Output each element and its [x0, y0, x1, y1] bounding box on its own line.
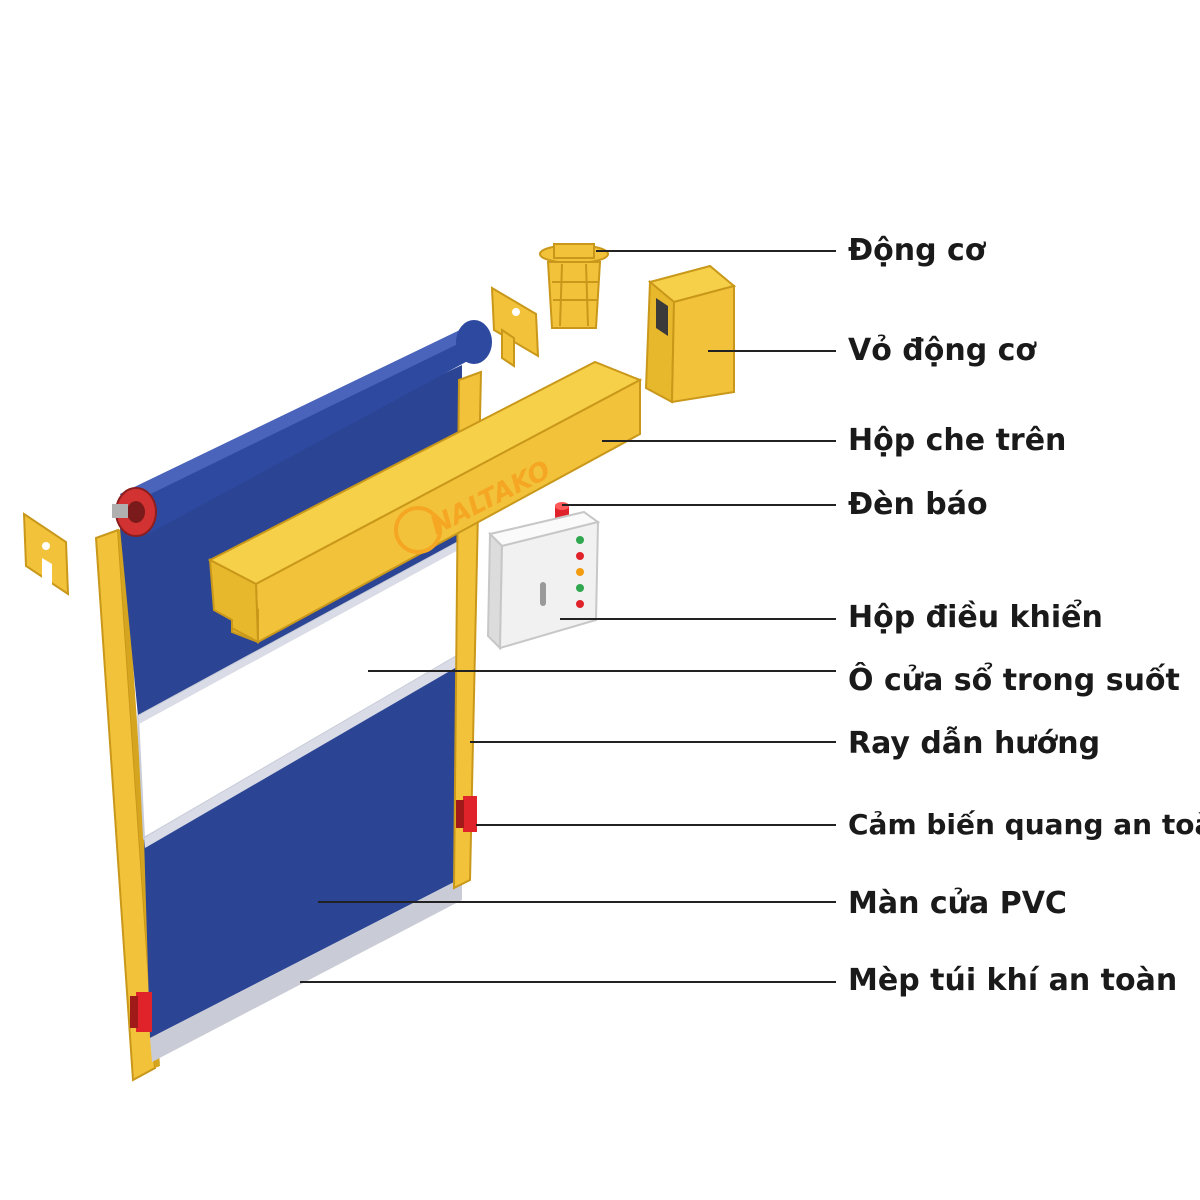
motor	[539, 243, 609, 329]
control-indicator-red-2	[576, 600, 584, 608]
safety-sensor-lower	[130, 992, 152, 1032]
roller-drum	[112, 320, 492, 537]
label-control-box: Hộp điều khiển	[848, 600, 1103, 635]
control-indicator-green-2	[576, 584, 584, 592]
left-bracket-plate	[22, 512, 70, 596]
label-warning-light: Đèn báo	[848, 487, 988, 522]
label-transparent-window: Ô cửa sổ trong suốt	[848, 663, 1180, 698]
control-indicator-red	[576, 552, 584, 560]
leader-lines	[300, 250, 836, 983]
label-top-cover: Hộp che trên	[848, 423, 1067, 458]
right-bracket-plate	[490, 286, 540, 368]
motor-cover	[644, 264, 737, 404]
label-airbag-edge: Mèp túi khí an toàn	[848, 963, 1178, 998]
label-motor: Động cơ	[848, 233, 986, 268]
label-safety-sensor: Cảm biến quang an toàn	[848, 808, 1200, 841]
label-motor-cover: Vỏ động cơ	[848, 333, 1037, 368]
label-guide-rail: Ray dẫn hướng	[848, 726, 1101, 761]
control-indicator-green	[576, 536, 584, 544]
label-pvc-curtain: Màn cửa PVC	[848, 886, 1067, 921]
safety-sensor-upper	[456, 796, 477, 832]
control-indicator-orange	[576, 568, 584, 576]
control-box	[486, 510, 601, 651]
